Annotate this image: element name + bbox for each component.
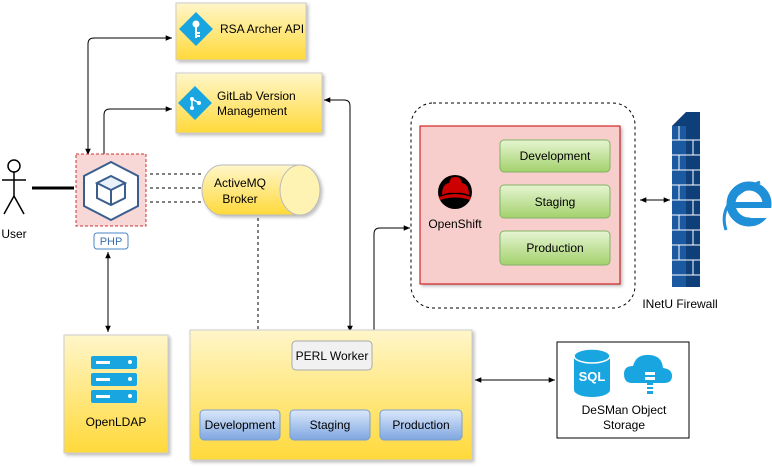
virtualbox-icon [83,160,139,222]
gitlab-label-line1: GitLab Version [217,89,296,103]
edge-php-gitlab [103,106,172,155]
git-icon [178,86,212,120]
os-dev-node[interactable]: Development [499,139,611,173]
perl-worker-container[interactable]: PERL Worker Development Staging Producti… [189,329,473,461]
user-actor [2,159,26,215]
perl-staging-label: Staging [310,418,351,432]
activemq-node[interactable]: ActiveMQ Broker [201,164,321,216]
edge-perl-openshift [373,225,410,330]
internet-explorer-icon[interactable] [722,180,772,231]
php-label: PHP [100,236,123,248]
sql-database-icon: SQL [573,348,611,397]
os-prod-label: Production [526,241,583,255]
key-icon [179,12,213,46]
firewall-icon [672,112,700,287]
edge-php-rsa [85,35,172,155]
activemq-label-line1: ActiveMQ [214,176,266,190]
perl-prod-label: Production [392,418,449,432]
openldap-label: OpenLDAP [86,415,147,429]
openshift-label: OpenShift [428,217,482,231]
perl-dev-label: Development [205,418,276,432]
perl-dev-box [199,409,281,441]
desman-node[interactable]: SQL DeSMan Object Storage [556,341,690,439]
php-node[interactable]: PHP [75,153,147,250]
firewall-node[interactable]: INetU Firewall [642,112,718,311]
perl-prod-node[interactable]: Production [379,409,463,441]
os-dev-box [499,139,611,173]
os-staging-label: Staging [535,195,576,209]
perl-staging-box [289,409,371,441]
edge-gitlab-perl [324,97,353,332]
perl-prod-box [379,409,463,441]
user-label: User [1,227,26,241]
desman-label-line1: DeSMan Object [582,403,667,417]
perl-dev-node[interactable]: Development [199,409,281,441]
perl-worker-box [291,340,373,371]
activemq-label-line2: Broker [222,192,257,206]
firewall-label: INetU Firewall [642,297,717,311]
os-staging-node[interactable]: Staging [499,184,611,219]
rsa-archer-node[interactable]: RSA Archer API [175,2,307,61]
os-prod-node[interactable]: Production [499,230,611,266]
rsa-archer-label: RSA Archer API [220,22,304,36]
openshift-cluster[interactable]: OpenShift Development Staging Production [410,102,636,309]
cloud-storage-icon [624,354,672,394]
perl-staging-node[interactable]: Staging [289,409,371,441]
os-prod-box [499,230,611,266]
gitlab-label-line2: Management [217,104,288,118]
server-icon [91,356,137,403]
perl-worker-label: PERL Worker [296,349,369,363]
sql-label: SQL [579,369,606,384]
openshift-icon [438,175,472,209]
php-badge [93,232,129,250]
user-leg-left [3,195,15,215]
activemq-cylinder-cap [279,164,321,216]
openldap-node[interactable]: OpenLDAP [63,334,169,454]
os-staging-box [499,184,611,219]
user-leg-right [13,195,25,215]
perl-worker-node[interactable]: PERL Worker [291,340,373,371]
os-dev-label: Development [520,149,591,163]
user-head [7,159,21,173]
desman-label-line2: Storage [603,418,645,432]
gitlab-node[interactable]: GitLab Version Management [175,72,323,134]
